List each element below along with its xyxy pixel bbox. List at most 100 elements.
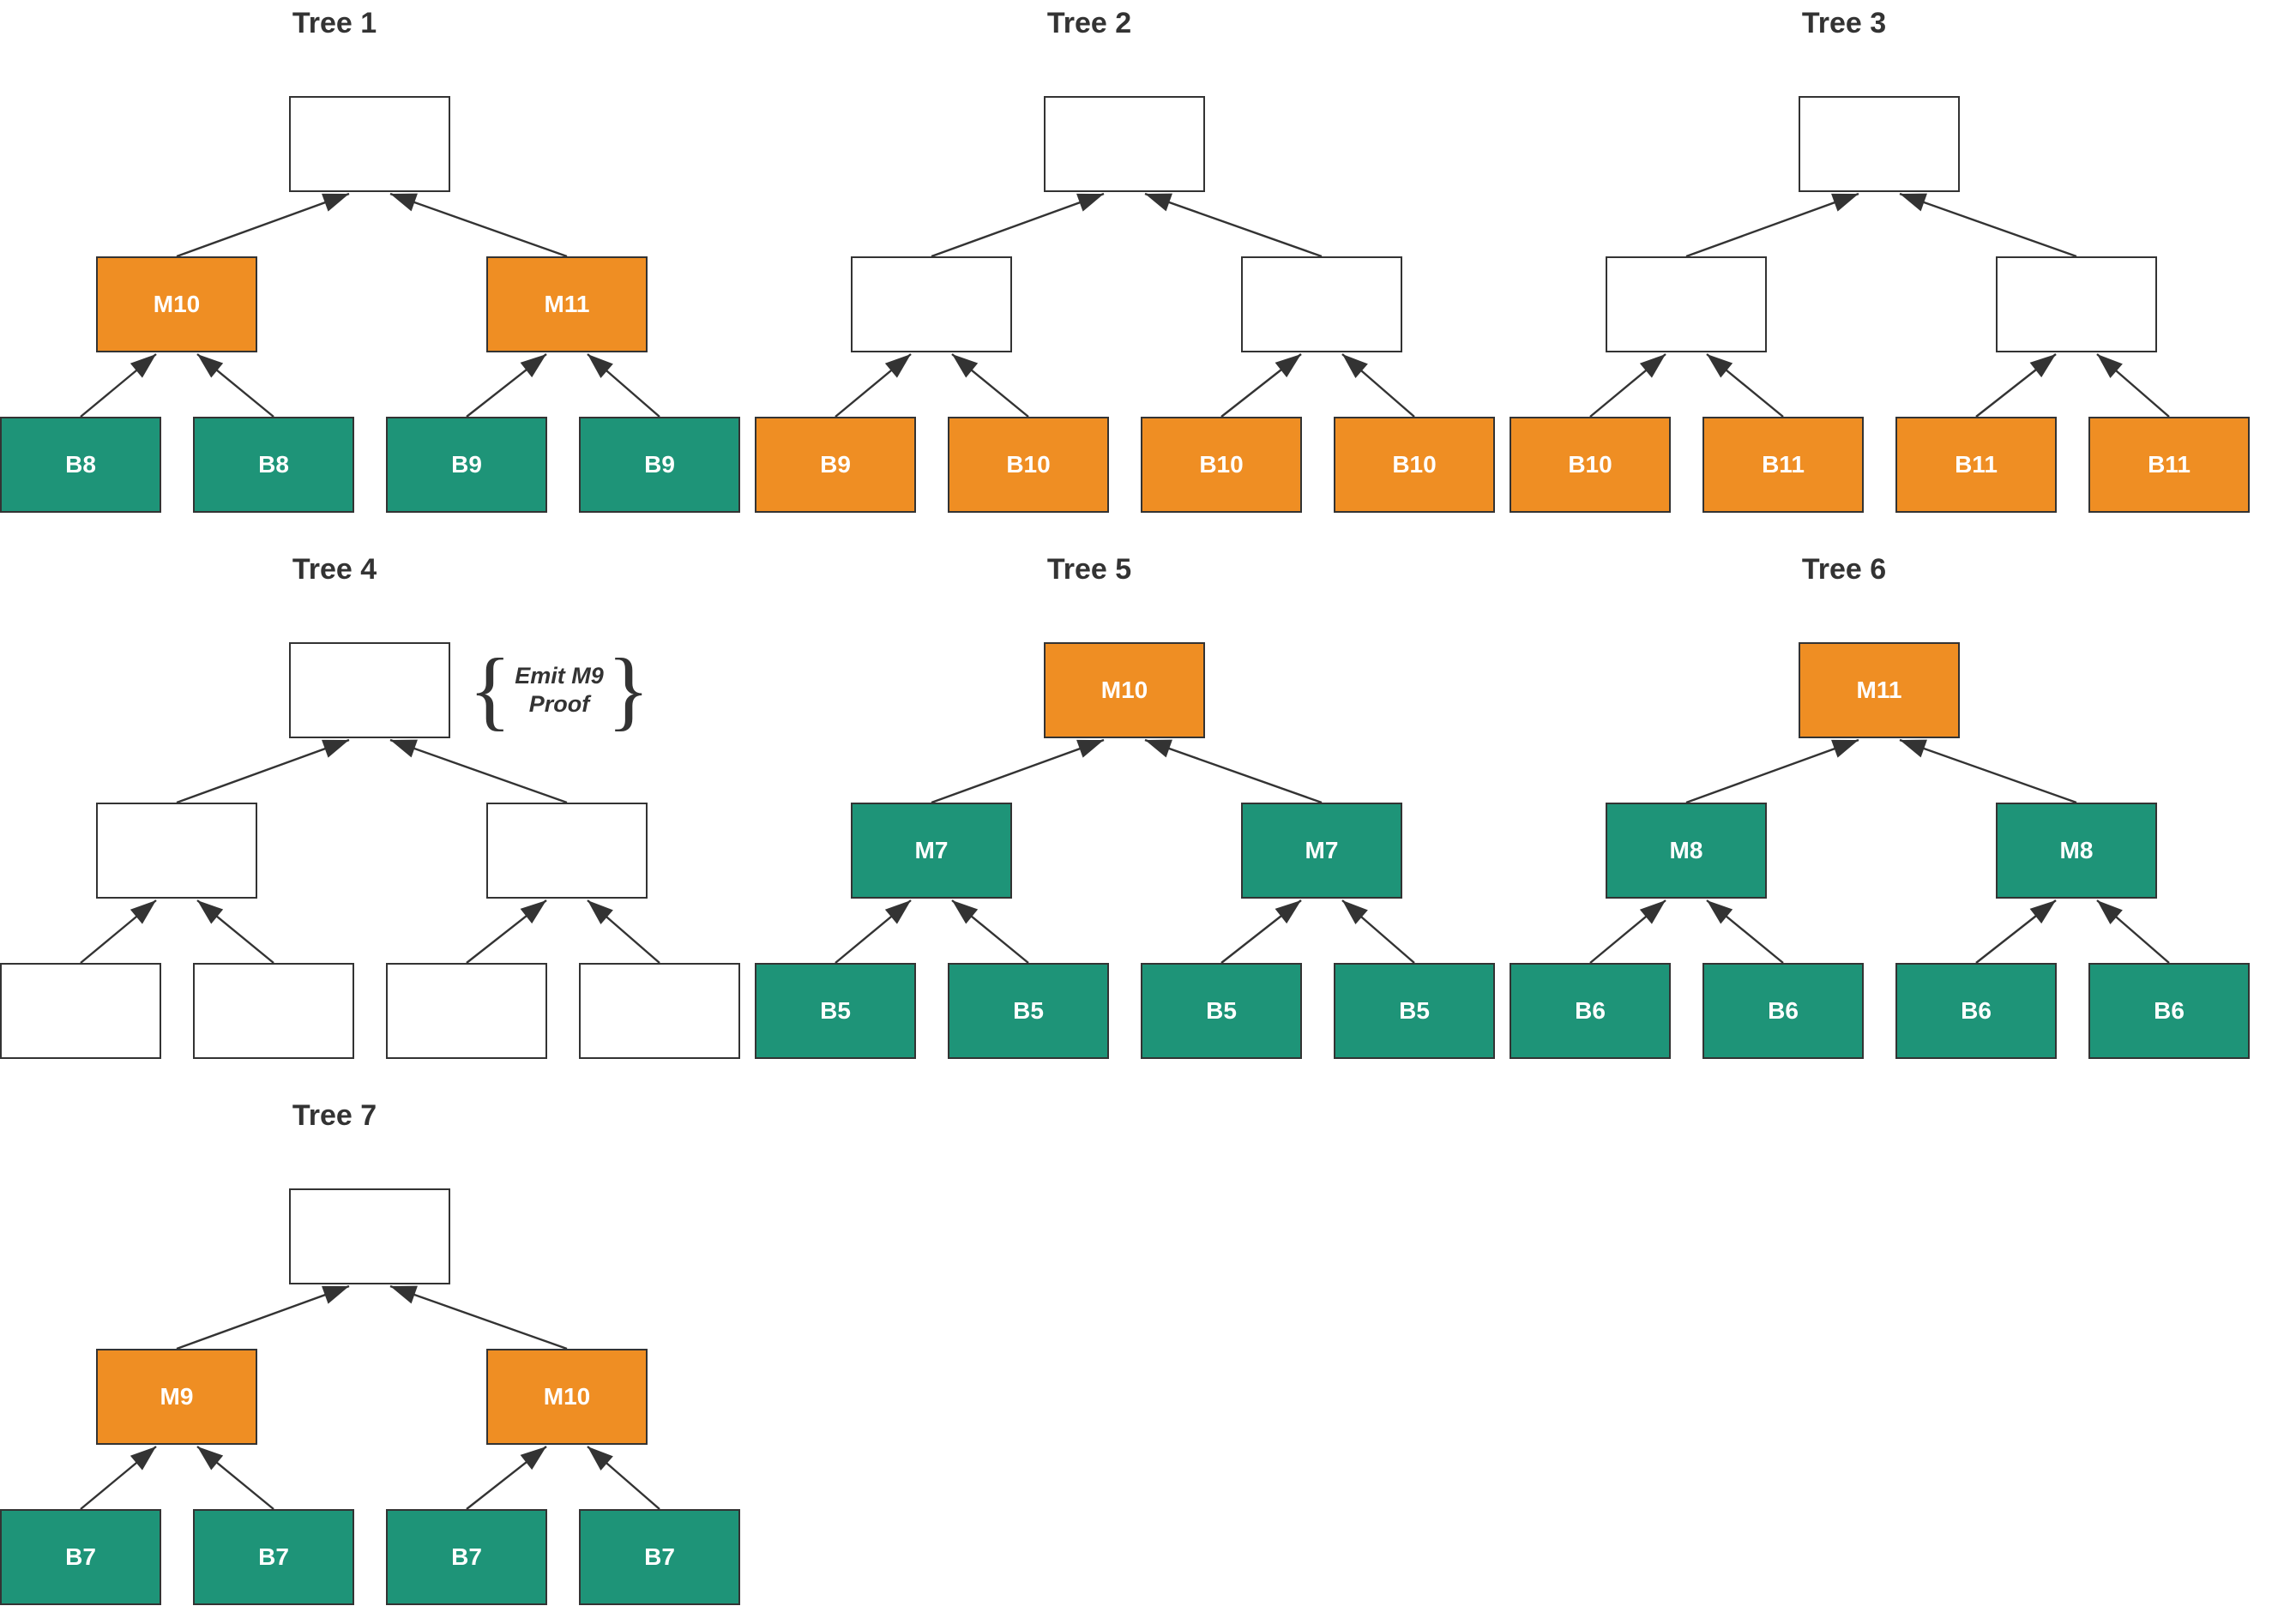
tree-2-leaf-node-2[interactable]: B10 bbox=[948, 417, 1109, 513]
tree-5-internal-node-2[interactable]: M7 bbox=[1241, 803, 1402, 899]
tree-1-leaf-node-1-label: B8 bbox=[65, 451, 96, 478]
tree-6-leaf-node-4-label: B6 bbox=[2154, 997, 2185, 1024]
tree-1-internal-node-2[interactable]: M11 bbox=[486, 256, 648, 352]
tree-7-root-node[interactable] bbox=[289, 1188, 450, 1284]
tree-edges bbox=[835, 738, 1415, 964]
tree-2-leaf-node-1[interactable]: B9 bbox=[755, 417, 916, 513]
tree-5-leaf-node-2[interactable]: B5 bbox=[948, 963, 1109, 1059]
tree-6-leaf-node-2[interactable]: B6 bbox=[1702, 963, 1864, 1059]
tree-7-internal-node-2[interactable]: M10 bbox=[486, 1349, 648, 1445]
right-curly-brace-icon: } bbox=[606, 640, 650, 739]
tree-2-root-node[interactable] bbox=[1044, 96, 1205, 192]
tree-3-leaf-node-3[interactable]: B11 bbox=[1895, 417, 2057, 513]
tree-6-leaf-node-4[interactable]: B6 bbox=[2088, 963, 2250, 1059]
tree-2-leaf-node-4[interactable]: B10 bbox=[1334, 417, 1495, 513]
tree-5-leaf-node-3-label: B5 bbox=[1206, 997, 1237, 1024]
tree-3-leaf-node-3-label: B11 bbox=[1955, 451, 1998, 478]
tree-1-leaf-node-3-label: B9 bbox=[451, 451, 482, 478]
tree-1-internal-node-1-label: M10 bbox=[153, 291, 201, 317]
tree-7-leaf-node-4[interactable]: B7 bbox=[579, 1509, 740, 1605]
tree-edges bbox=[80, 192, 660, 418]
tree-4-leaf-node-1[interactable] bbox=[0, 963, 161, 1059]
tree-5-leaf-node-2-label: B5 bbox=[1013, 997, 1044, 1024]
tree-3-leaf-node-4-label: B11 bbox=[2148, 451, 2191, 478]
tree-4-leaf-node-2[interactable] bbox=[193, 963, 354, 1059]
tree-1-internal-node-2-label: M11 bbox=[544, 291, 590, 317]
tree-2-leaf-node-4-label: B10 bbox=[1392, 451, 1437, 478]
tree-5-root-node-label: M10 bbox=[1100, 677, 1148, 703]
annotation-text: Emit M9 Proof bbox=[515, 663, 604, 717]
tree-3: Tree 3 B10 B11 B11 B11 bbox=[1475, 0, 2250, 532]
tree-3-leaf-node-2-label: B11 bbox=[1762, 451, 1805, 478]
tree-1-leaf-node-4[interactable]: B9 bbox=[579, 417, 740, 513]
tree-6-leaf-node-2-label: B6 bbox=[1768, 997, 1799, 1024]
tree-6-internal-node-1[interactable]: M8 bbox=[1606, 803, 1767, 899]
tree-title: Tree 3 bbox=[1801, 7, 1887, 39]
tree-4-internal-node-1[interactable] bbox=[96, 803, 257, 899]
tree-6-internal-node-2-label: M8 bbox=[2059, 837, 2094, 863]
tree-4-root-node[interactable] bbox=[289, 642, 450, 738]
tree-4-leaf-node-4[interactable] bbox=[579, 963, 740, 1059]
tree-title: Tree 7 bbox=[292, 1099, 377, 1132]
tree-edges bbox=[1589, 738, 2170, 964]
tree-5-leaf-node-1-label: B5 bbox=[820, 997, 851, 1024]
tree-6-leaf-node-3[interactable]: B6 bbox=[1895, 963, 2057, 1059]
tree-title: Tree 1 bbox=[292, 7, 377, 39]
tree-5-leaf-node-4[interactable]: B5 bbox=[1334, 963, 1495, 1059]
tree-6-internal-node-2[interactable]: M8 bbox=[1996, 803, 2157, 899]
tree-2-leaf-node-3-label: B10 bbox=[1199, 451, 1244, 478]
tree-7-leaf-node-3[interactable]: B7 bbox=[386, 1509, 547, 1605]
tree-5-internal-node-2-label: M7 bbox=[1305, 837, 1339, 863]
tree-title: Tree 4 bbox=[292, 553, 377, 586]
tree-2-internal-node-2[interactable] bbox=[1241, 256, 1402, 352]
tree-7-internal-node-1[interactable]: M9 bbox=[96, 1349, 257, 1445]
tree-6-root-node-label: M11 bbox=[1856, 677, 1902, 703]
tree-5-leaf-node-3[interactable]: B5 bbox=[1141, 963, 1302, 1059]
tree-3-leaf-node-2[interactable]: B11 bbox=[1702, 417, 1864, 513]
tree-3-leaf-node-4[interactable]: B11 bbox=[2088, 417, 2250, 513]
tree-4-internal-node-2[interactable] bbox=[486, 803, 648, 899]
tree-5-leaf-node-1[interactable]: B5 bbox=[755, 963, 916, 1059]
tree-6-leaf-node-1[interactable]: B6 bbox=[1510, 963, 1671, 1059]
tree-5-leaf-node-4-label: B5 bbox=[1399, 997, 1430, 1024]
tree-3-leaf-node-1-label: B10 bbox=[1568, 451, 1612, 478]
emit-proof-annotation: {Emit M9 Proof} bbox=[461, 632, 658, 749]
tree-1-leaf-node-3[interactable]: B9 bbox=[386, 417, 547, 513]
tree-2-internal-node-1[interactable] bbox=[851, 256, 1012, 352]
tree-edges bbox=[80, 738, 660, 964]
tree-2-leaf-node-3[interactable]: B10 bbox=[1141, 417, 1302, 513]
tree-title: Tree 5 bbox=[1046, 553, 1132, 586]
tree-5-internal-node-1[interactable]: M7 bbox=[851, 803, 1012, 899]
tree-7-internal-node-1-label: M9 bbox=[160, 1383, 194, 1410]
tree-1-leaf-node-1[interactable]: B8 bbox=[0, 417, 161, 513]
tree-2-leaf-node-1-label: B9 bbox=[820, 451, 851, 478]
tree-3-root-node[interactable] bbox=[1799, 96, 1960, 192]
tree-1-leaf-node-4-label: B9 bbox=[644, 451, 675, 478]
tree-5-internal-node-1-label: M7 bbox=[914, 837, 949, 863]
tree-1-root-node[interactable] bbox=[289, 96, 450, 192]
tree-4-leaf-node-3[interactable] bbox=[386, 963, 547, 1059]
tree-3-internal-node-2[interactable] bbox=[1996, 256, 2157, 352]
tree-6-internal-node-1-label: M8 bbox=[1669, 837, 1703, 863]
tree-3-leaf-node-1[interactable]: B10 bbox=[1510, 417, 1671, 513]
tree-1-leaf-node-2-label: B8 bbox=[258, 451, 289, 478]
tree-6-leaf-node-3-label: B6 bbox=[1961, 997, 1992, 1024]
tree-1-leaf-node-2[interactable]: B8 bbox=[193, 417, 354, 513]
tree-title: Tree 6 bbox=[1801, 553, 1887, 586]
tree-3-internal-node-1[interactable] bbox=[1606, 256, 1767, 352]
tree-6-root-node[interactable]: M11 bbox=[1799, 642, 1960, 738]
tree-1-internal-node-1[interactable]: M10 bbox=[96, 256, 257, 352]
tree-7-internal-node-2-label: M10 bbox=[543, 1383, 591, 1410]
tree-7-leaf-node-2-label: B7 bbox=[258, 1543, 289, 1570]
tree-7-leaf-node-1[interactable]: B7 bbox=[0, 1509, 161, 1605]
tree-5-root-node[interactable]: M10 bbox=[1044, 642, 1205, 738]
tree-7-leaf-node-2[interactable]: B7 bbox=[193, 1509, 354, 1605]
left-curly-brace-icon: { bbox=[468, 640, 512, 739]
tree-2-leaf-node-2-label: B10 bbox=[1006, 451, 1051, 478]
